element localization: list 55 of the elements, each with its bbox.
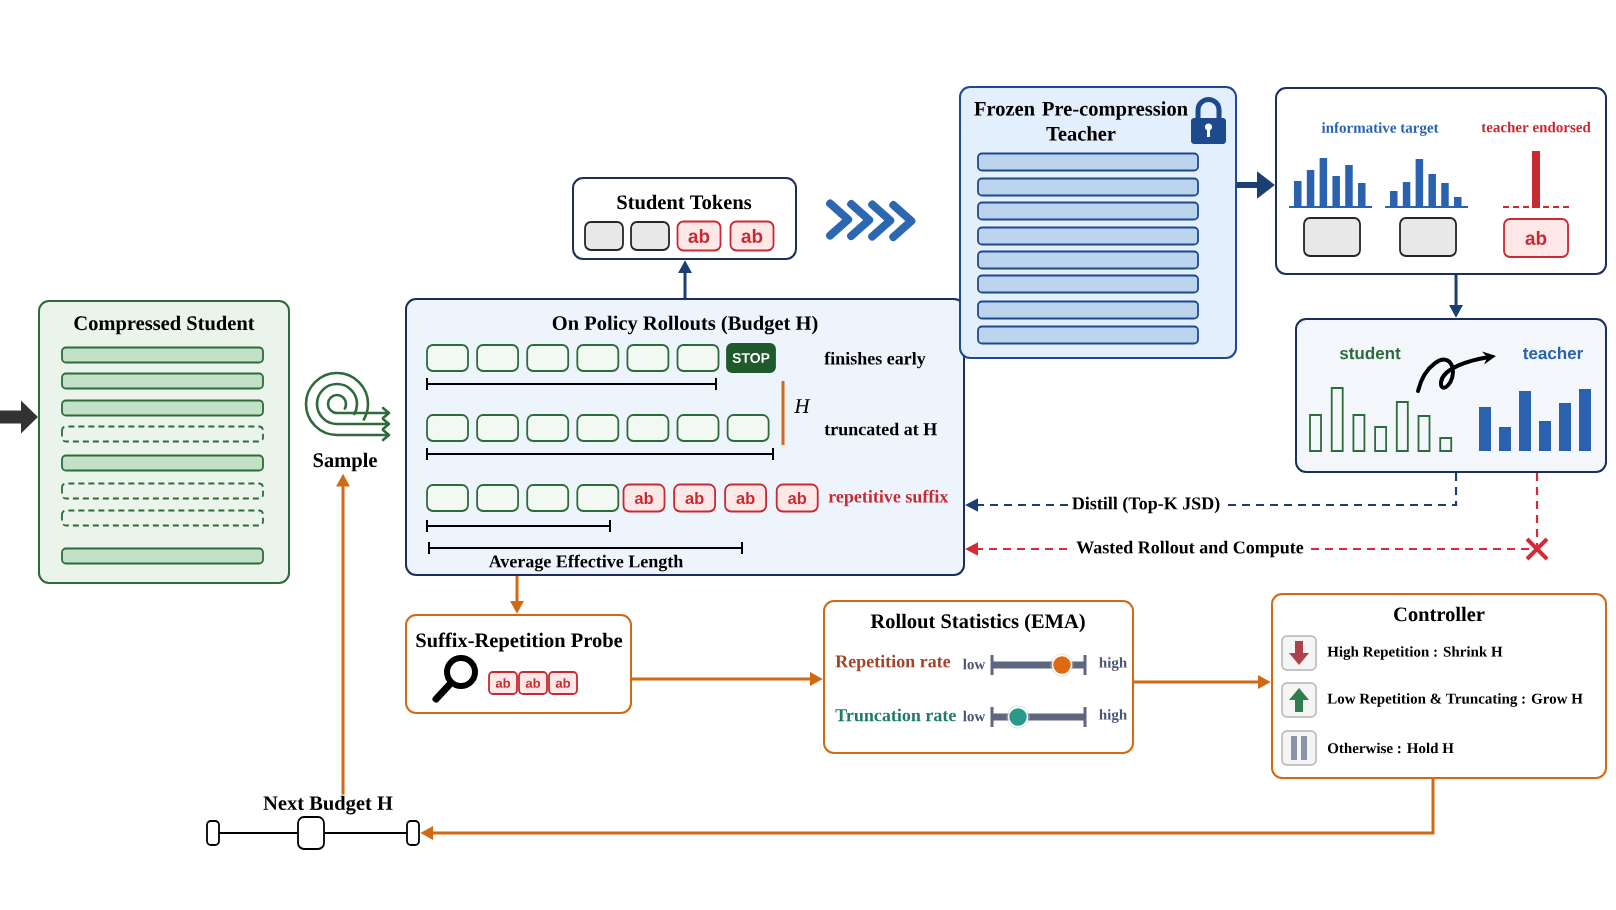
token-chip: ab [775, 483, 819, 513]
dimension-label: Average Effective Length [488, 554, 684, 572]
scale-label: high [1099, 657, 1127, 671]
rule-text: Low Repetition & Truncating : Grow H [1327, 693, 1583, 707]
annotation-text: repetitive suffix [828, 489, 949, 507]
token-chip [726, 414, 770, 442]
annotation-text: truncated at H [824, 422, 937, 436]
chart-label: informative target [1321, 122, 1439, 136]
token-chip [630, 221, 670, 251]
stop-badge: STOP [726, 343, 776, 373]
token-chip [584, 221, 624, 251]
token-chip [476, 484, 519, 512]
token-chip [526, 414, 570, 442]
token-chip [626, 414, 670, 442]
token-chip [476, 414, 519, 442]
token-chip: ab [673, 483, 716, 513]
token-chip [576, 344, 620, 372]
token-chip [1399, 217, 1457, 257]
token-chip: ab [488, 671, 518, 695]
scale-label: low [963, 658, 986, 670]
token-chip: ab [518, 671, 548, 695]
chart-label: teacher [1523, 346, 1583, 360]
node-label: Sample [313, 452, 377, 472]
scale-label: high [1099, 709, 1127, 723]
rate-label: Truncation rate [835, 708, 956, 722]
token-chip [526, 484, 570, 512]
slider-label: Next Budget H [263, 795, 393, 815]
edge-label: Wasted Rollout and Compute [1073, 537, 1307, 561]
chevron-arrow [826, 199, 916, 242]
token-chip: ab [724, 483, 767, 513]
edge-label: Distill (Top-K JSD) [1068, 493, 1224, 517]
token-chip [576, 484, 620, 512]
annotation-text: finishes early [824, 351, 926, 369]
token-chip: ab [548, 671, 578, 695]
token-chip [476, 344, 519, 372]
rate-label: Repetition rate [835, 654, 951, 672]
token-chip [426, 414, 469, 442]
token-chip [626, 344, 670, 372]
token-chip [676, 344, 720, 372]
token-chip [1303, 217, 1361, 257]
token-chip [526, 344, 570, 372]
variable-label: H [794, 399, 811, 413]
token-chip: ab [622, 483, 666, 513]
token-chip [426, 484, 469, 512]
token-chip [676, 414, 720, 442]
chart-label: student [1339, 346, 1401, 360]
token-chip: ab [729, 220, 775, 252]
token-chip: ab [1503, 218, 1569, 258]
token-chip [426, 344, 469, 372]
token-chip [576, 414, 620, 442]
chart-label: teacher endorsed [1481, 121, 1591, 133]
token-chip: ab [676, 220, 722, 252]
rule-text: Otherwise : Hold H [1327, 742, 1454, 754]
rule-text: High Repetition : Shrink H [1327, 646, 1503, 660]
scale-label: low [963, 710, 986, 722]
